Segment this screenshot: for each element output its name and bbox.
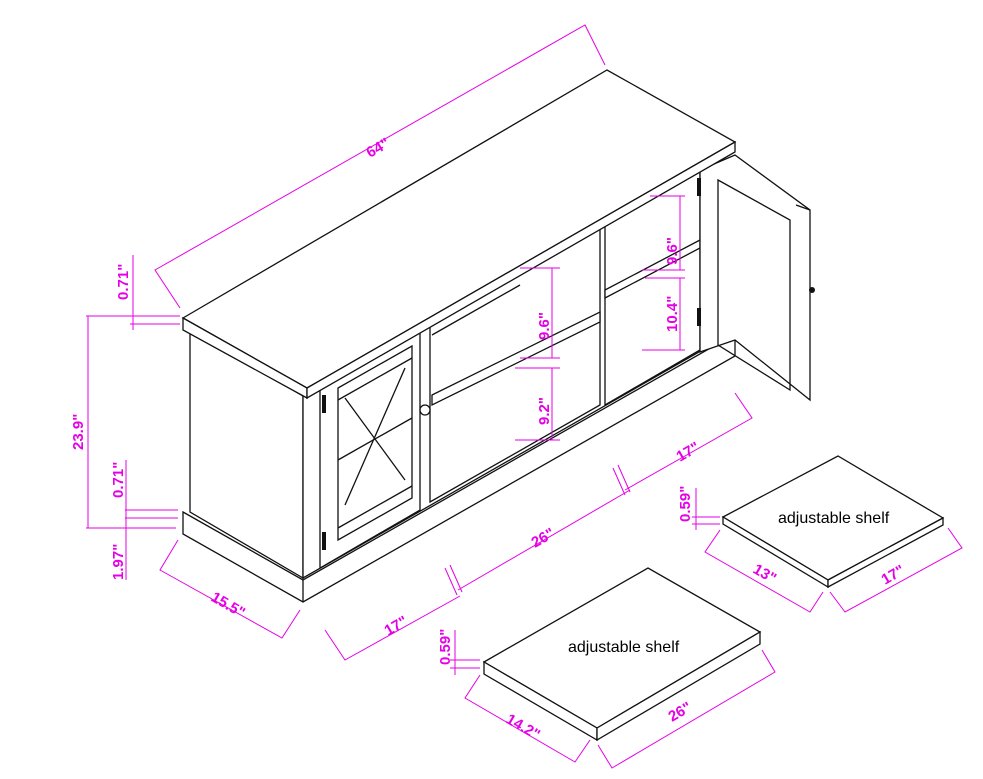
hinge-icon — [697, 178, 701, 196]
dim-height: 23.9" — [70, 414, 87, 450]
knob-icon — [419, 404, 431, 416]
large-shelf-depth: 14.2" — [503, 711, 543, 744]
small-adjustable-shelf: adjustable shelf 0.59" 13" 17" — [677, 455, 963, 613]
small-shelf-thickness: 0.59" — [677, 486, 694, 522]
dim-base-height: 1.97" — [110, 544, 127, 580]
cabinet-dimensions: 64" 0.71" 23.9" 0.71" 1.97" 15.5" 17" 26… — [70, 24, 753, 661]
middle-shelf — [431, 310, 601, 407]
hinge-icon — [322, 395, 326, 413]
dim-bottom-thickness: 0.71" — [110, 462, 127, 498]
dim-right-upper: 9.6" — [664, 237, 681, 265]
dim-width: 64" — [364, 135, 393, 162]
hinge-icon — [322, 532, 326, 550]
dim-middle-lower: 9.2" — [536, 397, 553, 425]
small-shelf-depth: 13" — [750, 561, 779, 588]
dim-middle-section: 26" — [529, 525, 558, 552]
hinge-icon — [697, 308, 701, 326]
large-adjustable-shelf: adjustable shelf 0.59" 14.2" 26" — [437, 567, 776, 769]
dim-depth: 15.5" — [208, 589, 248, 622]
small-shelf-width: 17" — [879, 562, 908, 589]
dim-left-section: 17" — [382, 613, 411, 640]
dim-middle-upper: 9.6" — [536, 312, 553, 340]
dim-top-thickness: 0.71" — [115, 264, 132, 300]
large-shelf-thickness: 0.59" — [437, 629, 454, 665]
dim-right-section: 17" — [674, 439, 703, 466]
cabinet-drawing — [181, 69, 815, 603]
knob-icon — [809, 287, 815, 293]
dim-right-lower: 10.4" — [664, 296, 681, 332]
small-shelf-label: adjustable shelf — [778, 510, 890, 527]
large-shelf-label: adjustable shelf — [568, 639, 680, 656]
